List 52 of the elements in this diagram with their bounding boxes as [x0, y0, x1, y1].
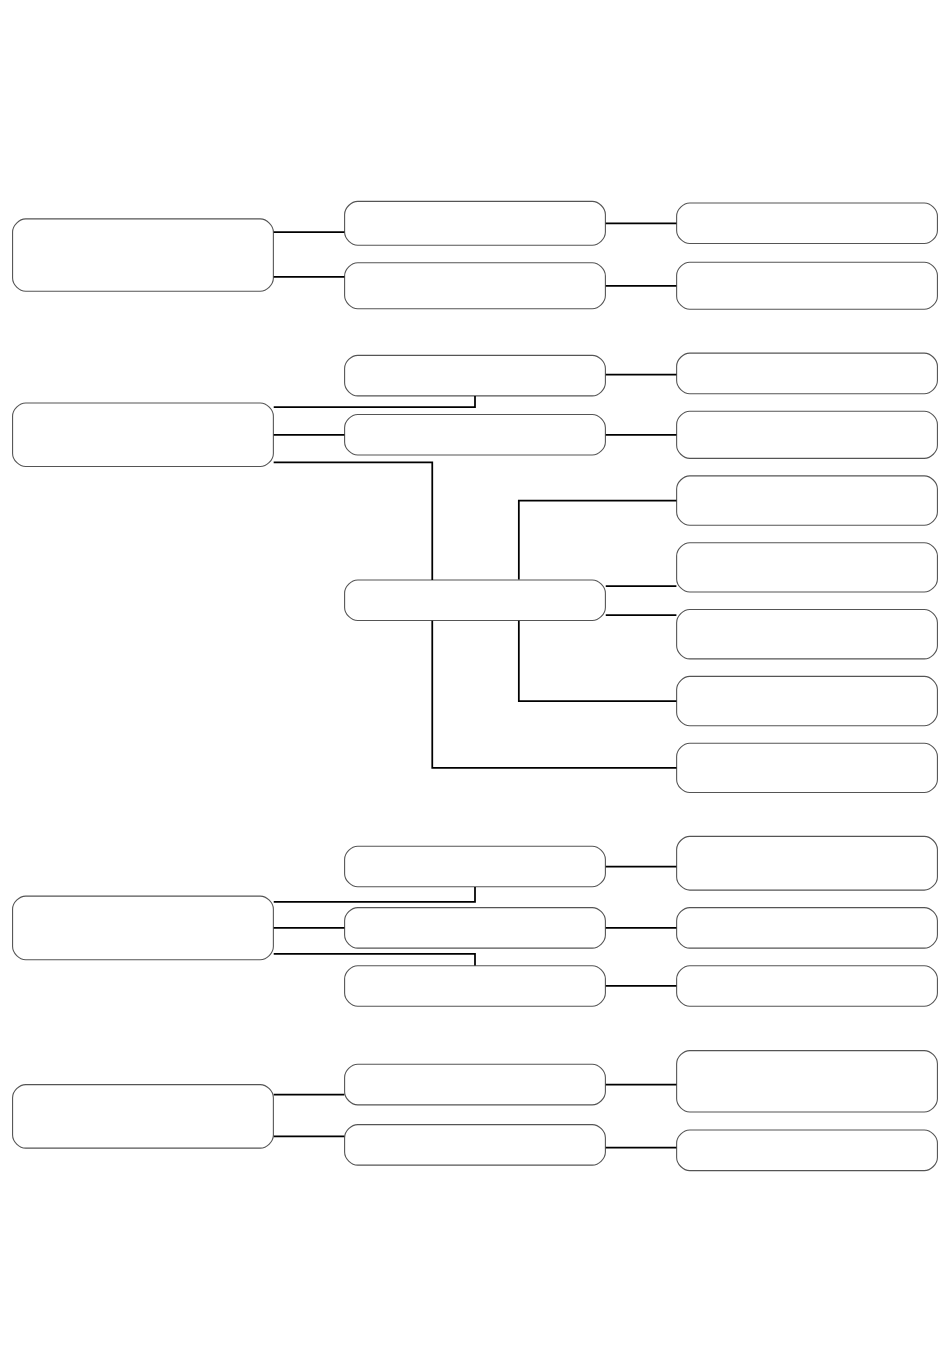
node-box	[676, 261, 938, 310]
node-box	[676, 202, 938, 245]
connector	[517, 619, 678, 702]
node-box	[344, 354, 606, 397]
connector	[604, 222, 678, 225]
node-box	[676, 965, 938, 1007]
node-box	[344, 965, 606, 1007]
connector	[604, 927, 678, 929]
node-box	[344, 200, 606, 246]
connector	[431, 619, 678, 769]
connector	[604, 284, 678, 287]
connector	[604, 433, 678, 436]
connector	[517, 499, 678, 581]
connector	[604, 1146, 678, 1149]
connector	[272, 433, 346, 436]
node-box	[12, 218, 274, 292]
connector	[272, 1093, 346, 1096]
node-box	[344, 262, 606, 310]
node-box	[676, 1129, 938, 1172]
connector	[604, 865, 678, 868]
node-box	[344, 413, 606, 456]
connector	[272, 927, 346, 929]
connector	[272, 461, 434, 581]
connector	[604, 614, 678, 616]
connector	[272, 395, 476, 408]
node-box	[344, 579, 606, 622]
connector	[272, 276, 346, 278]
connector	[604, 985, 678, 987]
node-box	[12, 402, 274, 468]
node-box	[676, 907, 938, 949]
node-box	[344, 845, 606, 888]
connector	[272, 231, 346, 233]
node-box	[676, 352, 938, 395]
node-box	[676, 410, 938, 459]
node-box	[344, 1124, 606, 1166]
node-box	[676, 542, 938, 593]
node-box	[12, 1084, 274, 1149]
connector	[604, 373, 678, 376]
node-box	[676, 475, 938, 526]
node-box	[12, 895, 274, 961]
node-box	[676, 1050, 938, 1113]
connector	[272, 953, 476, 967]
connector	[272, 1135, 346, 1138]
node-box	[676, 835, 938, 891]
node-box	[344, 907, 606, 949]
node-box	[676, 609, 938, 660]
node-box	[344, 1063, 606, 1106]
connector	[604, 585, 678, 587]
node-box	[676, 675, 938, 727]
node-box	[676, 742, 938, 794]
connector	[604, 1083, 678, 1086]
connector	[272, 886, 476, 903]
